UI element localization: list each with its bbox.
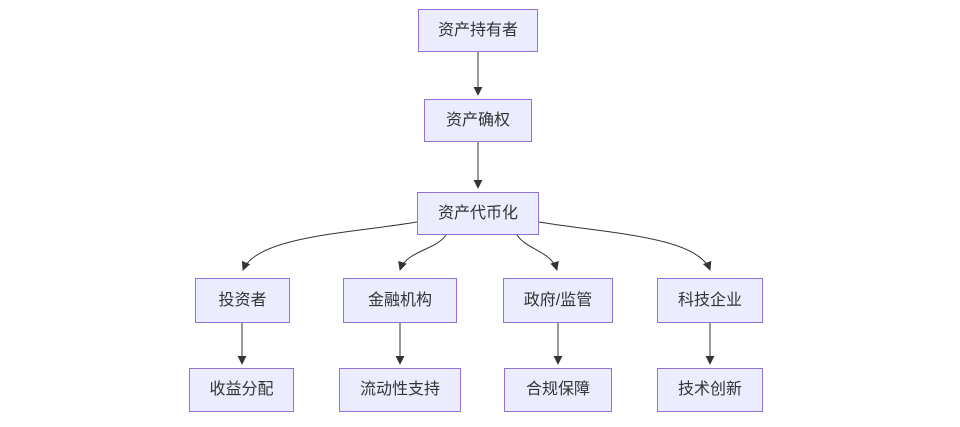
node-revenue-distribution-label: 收益分配	[209, 381, 274, 399]
edge-asset-tokenization-to-tech-enterprises	[538, 221, 712, 271]
node-revenue-distribution[interactable]: 收益分配	[189, 368, 294, 412]
node-investors[interactable]: 投资者	[195, 278, 290, 323]
node-asset-confirmation[interactable]: 资产确权	[424, 99, 532, 142]
node-asset-confirmation-label: 资产确权	[445, 111, 510, 129]
edge-asset-tokenization-to-investors	[241, 221, 418, 271]
node-asset-tokenization-label: 资产代币化	[437, 204, 518, 222]
node-tech-enterprises-label: 科技企业	[677, 291, 742, 309]
node-government-regulation[interactable]: 政府/监管	[503, 278, 613, 323]
node-government-regulation-label: 政府/监管	[523, 291, 593, 309]
edge-asset-tokenization-to-government-regulation	[516, 234, 559, 271]
node-asset-tokenization[interactable]: 资产代币化	[417, 192, 539, 235]
node-compliance-guarantee-label: 合规保障	[525, 381, 590, 399]
node-compliance-guarantee[interactable]: 合规保障	[504, 368, 612, 412]
node-liquidity-support-label: 流动性支持	[359, 381, 440, 399]
node-investors-label: 投资者	[218, 291, 267, 309]
node-tech-innovation-label: 技术创新	[677, 381, 742, 399]
node-asset-holder-label: 资产持有者	[437, 21, 518, 39]
node-financial-institutions-label: 金融机构	[367, 291, 432, 309]
node-tech-innovation[interactable]: 技术创新	[657, 368, 763, 412]
node-liquidity-support[interactable]: 流动性支持	[339, 368, 461, 412]
edge-asset-tokenization-to-financial-institutions	[398, 234, 447, 271]
node-financial-institutions[interactable]: 金融机构	[343, 278, 457, 323]
node-asset-holder[interactable]: 资产持有者	[418, 9, 538, 52]
node-tech-enterprises[interactable]: 科技企业	[657, 278, 763, 323]
